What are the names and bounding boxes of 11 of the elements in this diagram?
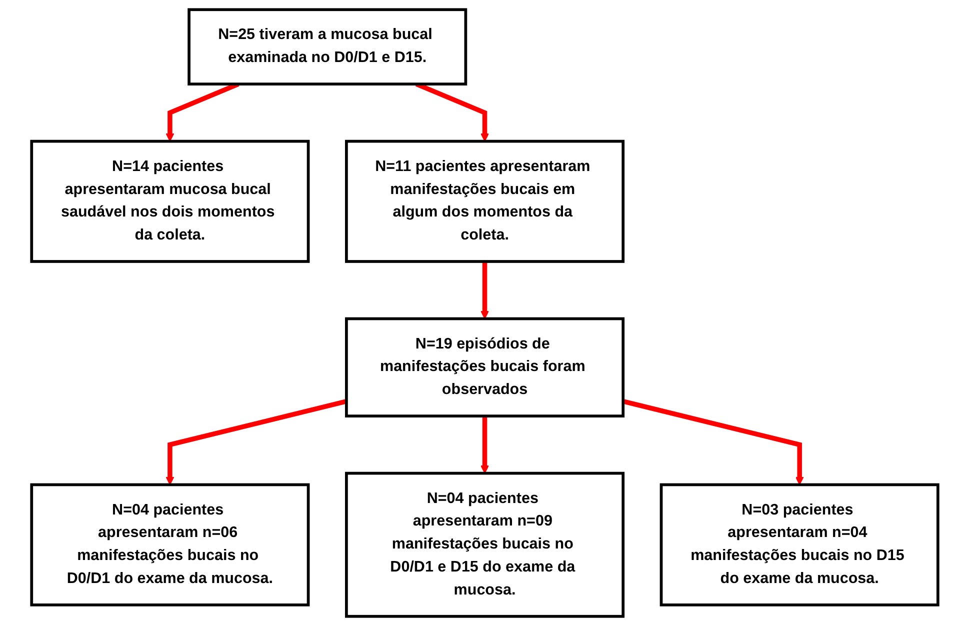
node-box: N=25 tiveram a mucosa bucal examinada no D0/D1 e D15. bbox=[187, 8, 467, 86]
arrow bbox=[480, 261, 489, 320]
node-box: N=11 pacientes apresentaram manifestações bucais em algum dos momentos da coleta. bbox=[344, 140, 624, 263]
arrow bbox=[165, 399, 347, 486]
node-box: N=04 pacientes apresentaram n=09 manifestações bucais no D0/D1 e D15 do exame da mucosa. bbox=[344, 472, 624, 618]
node-box: N=04 pacientes apresentaram n=06 manifestações bucais no D0/D1 do exame da mucosa. bbox=[30, 483, 310, 606]
arrow bbox=[622, 399, 804, 486]
arrow bbox=[480, 416, 489, 474]
node-box: N=19 episódios de manifestações bucais foram observados bbox=[344, 317, 624, 418]
node-box: N=03 pacientes apresentaram n=04 manifestações bucais no D15 do exame da mucosa. bbox=[660, 483, 940, 606]
node-box: N=14 pacientes apresentaram mucosa bucal saudável nos dois momentos da coleta. bbox=[30, 140, 310, 263]
